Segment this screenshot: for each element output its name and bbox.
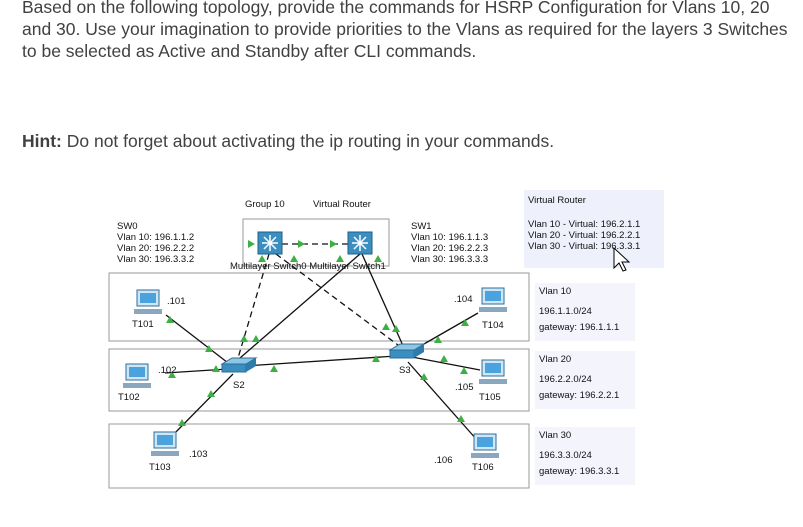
- virtual-router-label: Virtual Router: [313, 199, 371, 210]
- t103-ip: .103: [189, 449, 208, 460]
- vlan20-info: Vlan 20 196.2.2.0/24 gateway: 196.2.2.1: [539, 354, 620, 401]
- virtual-router-info-bg: [524, 190, 664, 268]
- pc-t103-icon: [151, 431, 179, 456]
- t102-label: T102: [118, 392, 140, 403]
- hint-text: Do not forget about activating the ip ro…: [66, 131, 555, 151]
- sw0-info: SW0 Vlan 10: 196.1.1.2 Vlan 20: 196.2.2.…: [117, 221, 195, 265]
- hint-label: Hint:: [22, 131, 62, 151]
- virtual-router-info: Virtual Router Vlan 10 - Virtual: 196.2.…: [528, 195, 641, 252]
- multilayer-switch1-icon: [347, 231, 373, 255]
- group-label: Group 10: [245, 199, 285, 210]
- multilayer-caption: Multilayer Switch0 Multilayer Switch1: [230, 261, 386, 272]
- t104-label: T104: [482, 320, 504, 331]
- mouse-cursor-icon: [613, 246, 631, 272]
- t106-ip: .106: [434, 455, 453, 466]
- t103-label: T103: [149, 462, 171, 473]
- pc-t106-icon: [471, 433, 499, 458]
- vlan20-box: [108, 348, 530, 412]
- t104-ip: .104: [454, 294, 473, 305]
- sw1-info: SW1 Vlan 10: 196.1.1.3 Vlan 20: 196.2.2.…: [411, 221, 489, 265]
- hint-line: Hint: Do not forget about activating the…: [22, 131, 554, 152]
- multilayer-switch0-icon: [257, 231, 283, 255]
- vlan30-box: [108, 423, 530, 489]
- t102-ip: .102: [158, 365, 177, 376]
- t105-ip: .105: [455, 382, 474, 393]
- hsrp-group-box: [242, 218, 390, 267]
- t101-ip: .101: [167, 296, 186, 307]
- vlan10-box: [108, 272, 530, 342]
- pc-t105-icon: [479, 359, 507, 384]
- vlan10-info: Vlan 10 196.1.1.0/24 gateway: 196.1.1.1: [539, 286, 620, 333]
- switch-s3-label: S3: [399, 365, 411, 376]
- vlan30-info: Vlan 30 196.3.3.0/24 gateway: 196.3.3.1: [539, 430, 620, 477]
- t105-label: T105: [479, 392, 501, 403]
- switch-s3-icon: [388, 343, 426, 359]
- switch-s2-icon: [220, 357, 258, 373]
- switch-s2-label: S2: [233, 380, 245, 391]
- question-text: Based on the following topology, provide…: [22, 0, 788, 61]
- t106-label: T106: [472, 462, 494, 473]
- pc-t104-icon: [479, 287, 507, 312]
- pc-t101-icon: [134, 289, 162, 314]
- pc-t102-icon: [123, 363, 151, 388]
- t101-label: T101: [132, 319, 154, 330]
